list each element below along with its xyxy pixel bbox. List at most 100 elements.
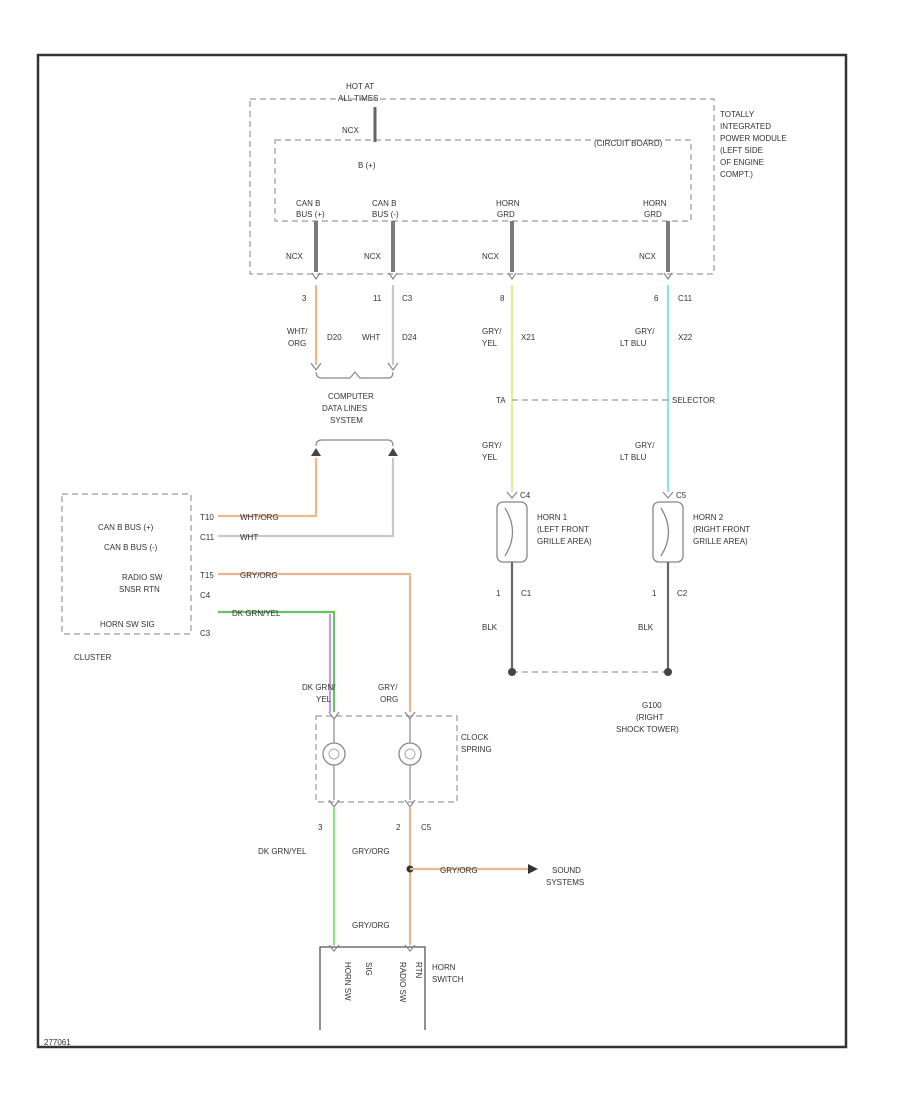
switch-arrow-2 [404, 944, 416, 952]
clock-spring-boundary [315, 715, 458, 803]
clock-spring-coil-1-inner [328, 748, 340, 760]
cluster-can-minus-label: CAN B BUS (-) [104, 543, 158, 552]
ground-point-1 [508, 668, 516, 676]
cluster-wire-3-color: GRY/ORG [240, 571, 278, 580]
horn1-pin1-label: 1 [496, 589, 501, 598]
pin-arrow-3 [507, 272, 517, 281]
clock-arrow-3 [328, 799, 340, 809]
sig-vertical-label: SIG [364, 962, 373, 976]
cluster-c4: C4 [200, 591, 211, 600]
clock-spring-label-2: SPRING [461, 745, 492, 754]
wire-d20-circuit: D20 [327, 333, 342, 342]
horn2-label-2: (RIGHT FRONT [693, 525, 750, 534]
wire-d20-color: WHT/ [287, 327, 308, 336]
tipm-boundary [249, 98, 715, 275]
horn1-arrow-top [506, 491, 518, 499]
cluster-t15: T15 [200, 571, 214, 580]
lower-pin-3: 3 [318, 823, 323, 832]
cdl-bracket-bottom [315, 439, 394, 447]
pin-arrow-4 [663, 272, 673, 281]
tipm-label-5: OF ENGINE [720, 158, 764, 167]
clock-spring-label-1: CLOCK [461, 733, 489, 742]
horn2-pin1-label: 1 [652, 589, 657, 598]
tipm-label-2: INTEGRATED [720, 122, 771, 131]
ncx-label-b: NCX [364, 252, 382, 261]
hot-at-label: HOT AT [346, 82, 374, 91]
lower-x21-color: GRY/ [482, 441, 502, 450]
cluster-c11: C11 [200, 533, 215, 542]
horn1-diaphragm [504, 507, 514, 557]
clock-wire-1-color-2: YEL [316, 695, 332, 704]
wire-cluster-can-plus [218, 458, 318, 518]
wire-x21-color: GRY/ [482, 327, 502, 336]
wire-x22-circuit: X22 [678, 333, 693, 342]
sound-label-2: SYSTEMS [546, 878, 584, 887]
circuit-board-boundary [274, 139, 692, 222]
ground-label-3: SHOCK TOWER) [616, 725, 679, 734]
ground-point-2 [664, 668, 672, 676]
clock-wire-2-color: GRY/ [378, 683, 398, 692]
horn2-pin-label: C5 [676, 491, 687, 500]
clock-wire-1-color: DK GRN/ [302, 683, 336, 692]
figure-code: 277061 [44, 1038, 71, 1047]
wire-d20-color-2: ORG [288, 339, 306, 348]
pin-arrow-2 [388, 272, 398, 281]
lower-wire-1-color: DK GRN/YEL [258, 847, 307, 856]
cluster-boundary [61, 493, 192, 635]
cluster-horn-sw-label: HORN SW SIG [100, 620, 155, 629]
tipm-label-6: COMPT.) [720, 170, 753, 179]
cluster-radio-sw-label-2: SNSR RTN [119, 585, 160, 594]
selector-label: SELECTOR [672, 396, 715, 405]
sound-label-1: SOUND [552, 866, 581, 875]
b-plus-label: B (+) [358, 161, 376, 170]
cluster-wire-4-color: DK GRN/YEL [232, 609, 281, 618]
lower-pin-2: 2 [396, 823, 401, 832]
splice-ta-label: TA [496, 396, 506, 405]
pin-3-label: 3 [302, 294, 307, 303]
cluster-can-plus-label: CAN B BUS (+) [98, 523, 154, 532]
ncx-label: NCX [342, 126, 360, 135]
wire-cluster-radio-sw [218, 572, 412, 712]
cluster-wire-2-color: WHT [240, 533, 258, 542]
clock-wire-2-color-2: ORG [380, 695, 398, 704]
tipm-label-4: (LEFT SIDE [720, 146, 763, 155]
horn2-arrow-top [662, 491, 674, 499]
circuit-board-label: (CIRCUIT BOARD) [594, 139, 663, 148]
cluster-c3: C3 [200, 629, 211, 638]
cdl-arrow-4 [388, 448, 398, 456]
sound-arrow [528, 864, 538, 874]
cluster-label: CLUSTER [74, 653, 112, 662]
cdl-label-2: DATA LINES [322, 404, 367, 413]
wire-x22-color: GRY/ [635, 327, 655, 336]
c11-label: C11 [678, 294, 693, 303]
radio-sw-vertical-label: RADIO SW [398, 962, 407, 1003]
cdl-arrow-1 [310, 362, 322, 372]
wire-d24-color: WHT [362, 333, 380, 342]
cluster-t10: T10 [200, 513, 214, 522]
horn-relay-b-label: HORN [643, 199, 667, 208]
can-b-minus-label-2: BUS (-) [372, 210, 399, 219]
pin-8-label: 8 [500, 294, 505, 303]
horn-relay-a-label-2: GRD [497, 210, 515, 219]
horn1-label-2: (LEFT FRONT [537, 525, 589, 534]
switch-arrow-1 [328, 944, 340, 952]
horn1-c1-label: C1 [521, 589, 532, 598]
clock-spring-coil-2 [398, 742, 422, 766]
cdl-label-1: COMPUTER [328, 392, 374, 401]
sound-wire-color: GRY/ORG [440, 866, 478, 875]
wire-x21-color-2: YEL [482, 339, 498, 348]
horn1-label-3: GRILLE AREA) [537, 537, 592, 546]
cluster-wire-1-color: WHT/ORG [240, 513, 279, 522]
horn-switch-label-2: SWITCH [432, 975, 464, 984]
pin-11-label: 11 [373, 294, 382, 303]
horn2-diaphragm [660, 507, 670, 557]
horn2-ground-color: BLK [638, 623, 654, 632]
cdl-bracket-top [315, 371, 394, 379]
wire-cluster-can-minus [218, 458, 395, 538]
pin-6-label: 6 [654, 294, 659, 303]
rtn-vertical-label: RTN [414, 962, 423, 979]
horn2-label-3: GRILLE AREA) [693, 537, 748, 546]
wire-cluster-horn-sw [218, 610, 336, 712]
ground-label-2: (RIGHT [636, 713, 664, 722]
